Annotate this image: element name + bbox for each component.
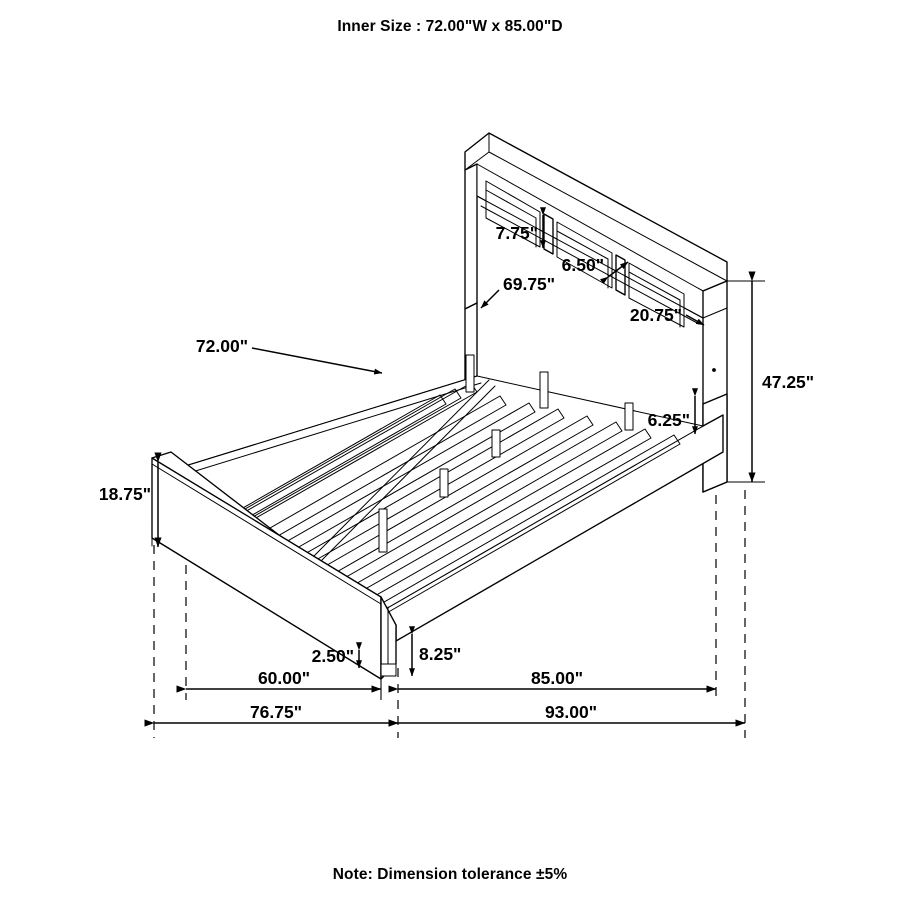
slat: [274, 408, 565, 581]
slat: [222, 395, 507, 565]
headboard-shelf-left-inner: [485, 189, 537, 248]
footboard-foot-block: [380, 663, 397, 677]
headboard-left-stile: [464, 163, 478, 310]
support-leg: [539, 371, 549, 409]
headboard-shelf-rail: [476, 195, 704, 325]
slat: [378, 434, 681, 615]
dim-line-20-75: [685, 314, 705, 326]
dim-leader-72-00: [251, 347, 383, 375]
support-leg: [439, 468, 449, 498]
slat: [326, 421, 623, 598]
support-leg: [465, 354, 475, 393]
dim-label-6-50: 6.50": [562, 255, 604, 275]
dimension-group-left: 18.75": [99, 452, 162, 548]
footboard-panel-lower-band: [151, 537, 382, 680]
slat: [352, 428, 652, 606]
dim-line-69-75: [480, 289, 500, 309]
dim-label-18-75: 18.75": [99, 484, 151, 504]
support-leg-group: [378, 354, 634, 553]
headboard-post-hole-icon: [712, 368, 716, 372]
support-leg: [624, 402, 634, 431]
dim-label-72-00: 72.00": [196, 336, 248, 356]
dim-label-76-75: 76.75": [250, 702, 302, 722]
slat: [300, 415, 594, 590]
headboard-top-cap-edge: [464, 132, 728, 282]
headboard-assembly: [464, 132, 728, 493]
dim-label-60-00: 60.00": [258, 668, 310, 688]
slat: [188, 388, 462, 551]
slat-group: [179, 382, 681, 615]
support-leg: [491, 429, 501, 458]
side-rail-left: [158, 375, 482, 482]
dimension-group-headboard: 7.75" 6.50" 69.75" 20.75" 47.25" 6.25" 7…: [196, 207, 814, 483]
slat: [179, 394, 447, 554]
tolerance-note: Note: Dimension tolerance ±5%: [332, 866, 568, 883]
slat: [248, 402, 536, 573]
dim-label-6-25: 6.25": [648, 410, 690, 430]
headboard-shelf-divider-1: [543, 213, 554, 255]
dim-label-20-75: 20.75": [630, 305, 682, 325]
dim-label-7-75: 7.75": [496, 223, 538, 243]
extension-line-group: [153, 490, 746, 738]
dim-line-6-50: [599, 261, 629, 285]
bed-frame-deck: [158, 354, 724, 642]
center-support-beam: [309, 379, 496, 567]
dim-label-47-25: 47.25": [762, 372, 814, 392]
dim-label-8-25: 8.25": [419, 644, 461, 664]
dim-label-69-75: 69.75": [503, 274, 555, 294]
dim-label-85-00: 85.00": [531, 668, 583, 688]
footboard-panel-top-edge: [151, 463, 382, 605]
dimension-group-footboard-detail: 2.50" 8.25": [312, 626, 461, 677]
dim-label-2-50: 2.50": [312, 646, 354, 666]
page-title: Inner Size : 72.00"W x 85.00"D: [337, 18, 563, 35]
support-leg: [378, 508, 388, 553]
dim-label-93-00: 93.00": [545, 702, 597, 722]
slat: [198, 382, 478, 548]
dimension-group-bottom: 60.00" 85.00" 76.75" 93.00": [144, 668, 746, 727]
